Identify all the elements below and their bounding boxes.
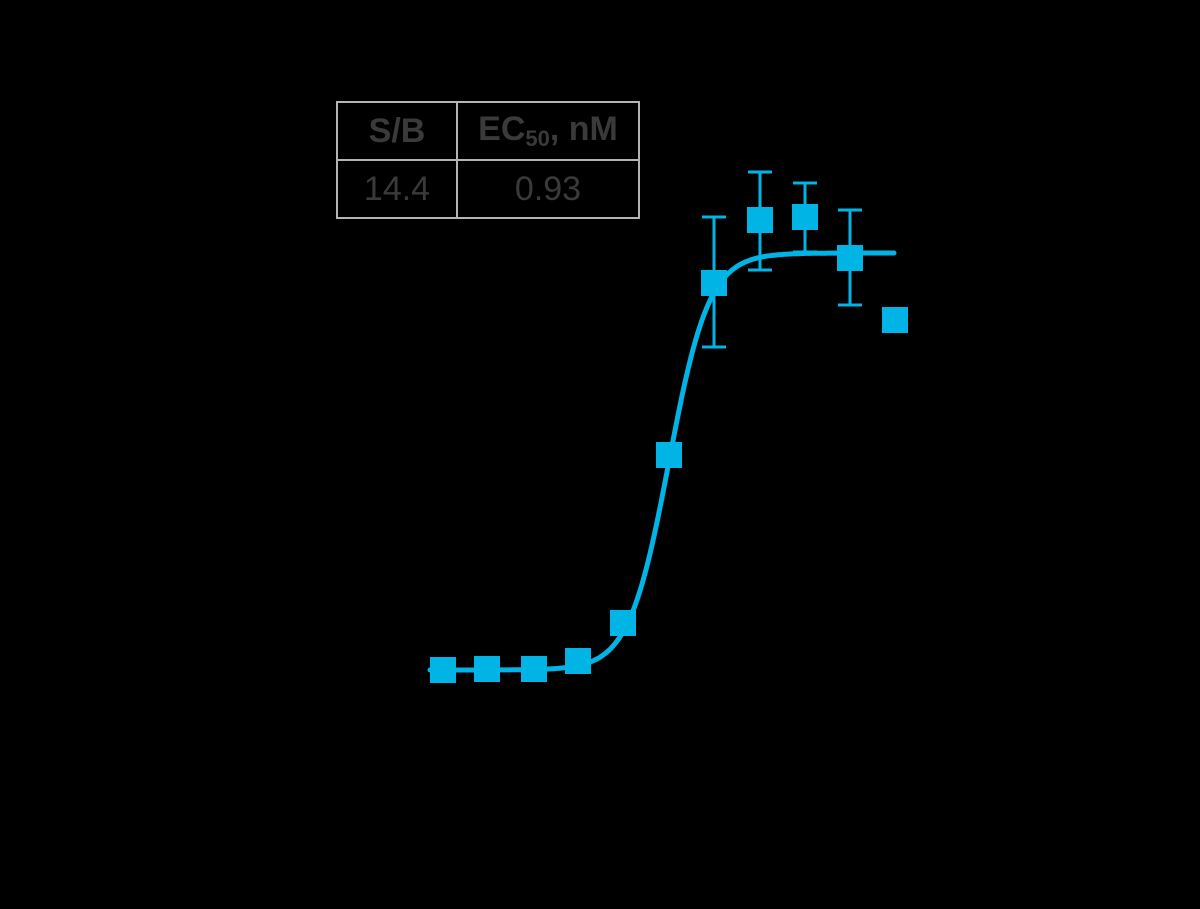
ec50-value: 0.93 [456, 159, 640, 219]
ec50-value-text: 0.93 [514, 169, 582, 208]
square-marker [521, 656, 547, 682]
square-marker [792, 204, 818, 230]
square-marker [837, 245, 863, 271]
sb-header: S/B [336, 101, 458, 161]
stats-table: S/B EC50, nM 14.4 0.93 [336, 101, 640, 219]
stats-header-row: S/B EC50, nM [336, 101, 640, 161]
square-marker [701, 270, 727, 296]
data-markers [430, 204, 908, 683]
ec50-header-unit: , nM [549, 110, 618, 148]
sb-header-text: S/B [368, 111, 426, 150]
stats-value-row: 14.4 0.93 [336, 159, 640, 219]
ec50-header-main: EC [478, 110, 526, 148]
square-marker [610, 610, 636, 636]
square-marker [882, 307, 908, 333]
square-marker [565, 648, 591, 674]
square-marker [656, 442, 682, 468]
sb-value: 14.4 [336, 159, 458, 219]
ec50-header: EC50, nM [456, 101, 640, 161]
square-marker [430, 657, 456, 683]
sb-value-text: 14.4 [363, 169, 431, 208]
square-marker [474, 656, 500, 682]
ec50-header-sub: 50 [525, 126, 550, 151]
square-marker [747, 207, 773, 233]
